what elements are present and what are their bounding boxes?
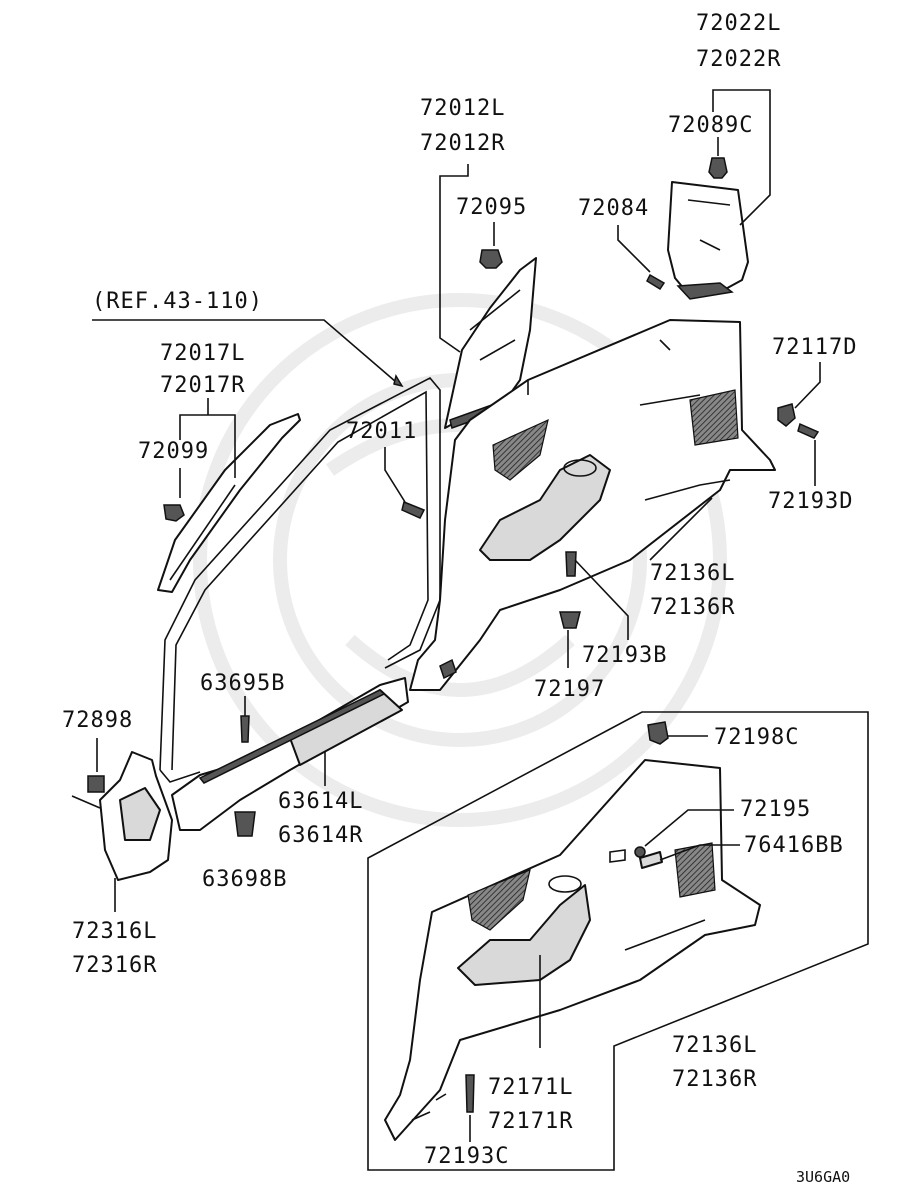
label-72136L-lower: 72136L — [672, 1033, 757, 1058]
label-72136R-upper: 72136R — [650, 595, 735, 620]
leader-72084 — [617, 225, 651, 273]
label-72017R: 72017R — [160, 373, 245, 398]
label-72089C: 72089C — [668, 113, 753, 138]
label-72022R: 72022R — [696, 47, 781, 72]
label-72171L: 72171L — [488, 1075, 573, 1100]
quarter-trim-72136-upper — [401, 319, 820, 691]
pillar-trim-72022 — [646, 157, 749, 300]
label-72193C: 72193C — [424, 1144, 509, 1169]
label-72198C: 72198C — [714, 725, 799, 750]
label-72171R: 72171R — [488, 1109, 573, 1134]
leader-76416BB — [659, 844, 740, 861]
quarter-trim-72136-lower — [384, 721, 761, 1141]
leader-72012 — [439, 164, 469, 353]
label-72136L-upper: 72136L — [650, 561, 735, 586]
diagram-code: 3U6GA0 — [796, 1168, 850, 1186]
label-72193D: 72193D — [768, 489, 853, 514]
label-72011: 72011 — [346, 419, 417, 444]
label-72022L: 72022L — [696, 11, 781, 36]
a-pillar-trim-72017 — [157, 413, 301, 593]
leader-72011 — [384, 447, 406, 503]
kick-panel-72316 — [87, 751, 173, 881]
leader-72193B — [574, 559, 629, 640]
label-63614L: 63614L — [278, 789, 363, 814]
label-72316R: 72316R — [72, 953, 157, 978]
leader-72136-upper — [649, 497, 713, 561]
leader-72195 — [644, 809, 734, 847]
label-63614R: 63614R — [278, 823, 363, 848]
label-72017L: 72017L — [160, 341, 245, 366]
scuff-plate-63614 — [171, 677, 409, 837]
label-72316L: 72316L — [72, 919, 157, 944]
label-63698B: 63698B — [202, 867, 287, 892]
pillar-trim-72012 — [444, 249, 537, 429]
leader-72117D — [794, 362, 821, 409]
label-76416BB: 76416BB — [744, 833, 844, 858]
label-72195: 72195 — [740, 797, 811, 822]
leader-ref — [92, 319, 397, 383]
label-72012R: 72012R — [420, 131, 505, 156]
label-72136R-lower: 72136R — [672, 1067, 757, 1092]
label-72197: 72197 — [534, 677, 605, 702]
label-72099: 72099 — [138, 439, 209, 464]
label-72012L: 72012L — [420, 96, 505, 121]
label-72193B: 72193B — [582, 643, 667, 668]
leader-72017 — [179, 398, 236, 478]
label-ref-43-110: (REF.43-110) — [92, 289, 263, 314]
leader-72022 — [712, 89, 771, 226]
label-72095: 72095 — [456, 195, 527, 220]
label-72898: 72898 — [62, 708, 133, 733]
label-63695B: 63695B — [200, 671, 285, 696]
label-72117D: 72117D — [772, 335, 857, 360]
door-weatherstrip — [159, 376, 441, 783]
label-72084: 72084 — [578, 196, 649, 221]
detail-box — [367, 711, 869, 1171]
leader-72316 — [71, 795, 116, 912]
